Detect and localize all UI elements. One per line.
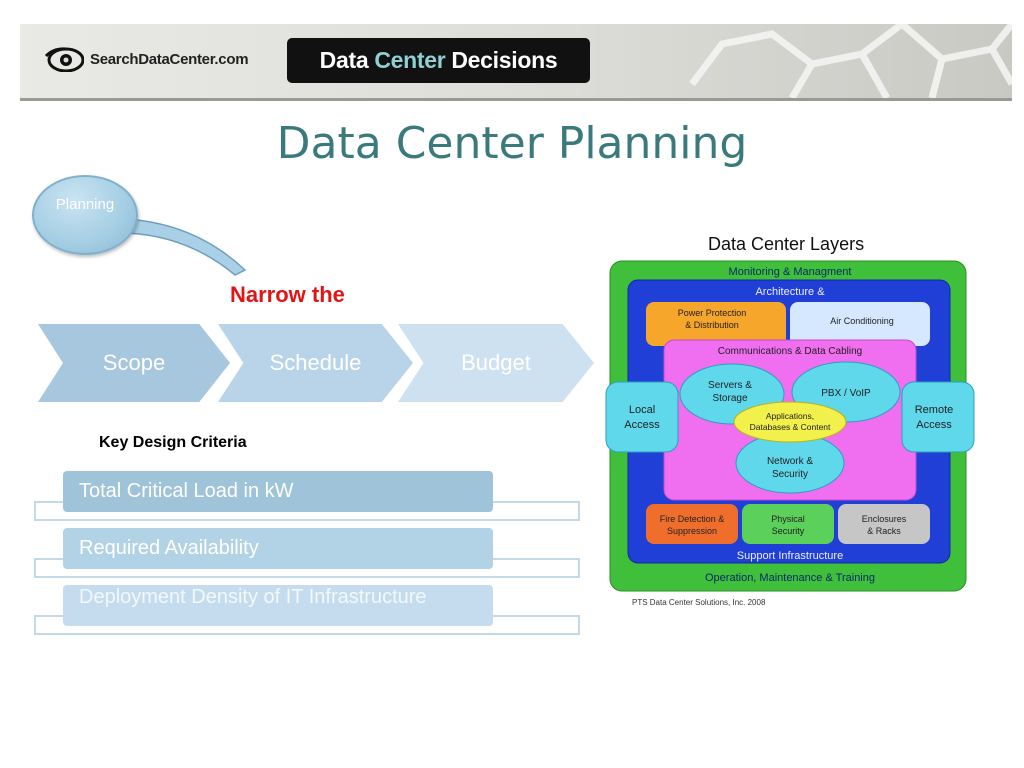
label-operation: Operation, Maintenance & Training [705,572,875,584]
label-enclosures-2: & Racks [867,526,901,536]
label-air: Air Conditioning [830,316,894,326]
badge-word-2: Center [374,47,446,73]
label-physical: Physical [771,514,805,524]
badge-word-3: Decisions [451,47,558,73]
label-comms: Communications & Data Cabling [718,346,863,357]
data-center-layers-diagram: Monitoring & Managment Operation, Mainte… [605,260,975,592]
label-remote-2: Access [916,419,952,431]
label-local: Local [629,404,655,416]
process-step-scope: Scope [38,324,230,402]
label-architecture: Architecture & [755,286,825,298]
site-name: SearchDataCenter.com [90,50,249,68]
process-step-schedule: Schedule [218,324,413,402]
label-enclosures: Enclosures [862,514,907,524]
label-remote: Remote [915,404,954,416]
layer-power [646,302,786,346]
node-remote-access [901,381,975,453]
layer-air [790,302,930,346]
label-servers-2: Storage [712,393,747,404]
label-network-2: Security [772,469,808,480]
label-monitoring: Monitoring & Managment [729,266,852,278]
label-apps: Applications, [766,411,814,421]
diagram-title: Data Center Layers [708,234,865,254]
planning-callout-bubble: Planning [32,175,138,255]
process-step-budget: Budget [398,324,594,402]
diagram-credit: PTS Data Center Solutions, Inc. 2008 [632,598,766,607]
label-local-2: Access [624,419,660,431]
callout-label: Planning [55,196,115,213]
node-local-access [605,381,679,453]
label-support: Support Infrastructure [737,550,843,562]
callout-pointer [125,218,247,276]
badge-word-1: Data [319,47,369,73]
label-apps-2: Databases & Content [750,422,831,432]
header-banner [20,24,1012,101]
criteria-item: Total Critical Load in kW [63,471,493,512]
site-logo[interactable]: SearchDataCenter.com [44,44,249,74]
layer-physical [742,504,834,544]
label-power: Power Protection [678,308,747,318]
data-center-decisions-badge: Data Center Decisions [287,38,590,83]
label-pbx: PBX / VoIP [821,388,871,399]
criteria-item: Required Availability [63,528,493,569]
criteria-heading: Key Design Criteria [99,434,247,451]
layer-enclosures [838,504,930,544]
label-physical-2: Security [772,526,805,536]
slide-title: Data Center Planning [276,118,748,169]
callout-annotation: Narrow the [230,282,345,307]
label-network: Network & [767,456,813,467]
criteria-item: Deployment Density of IT Infrastructure [63,585,493,626]
node-applications [733,401,847,443]
eye-logo-icon [44,47,84,72]
label-fire-2: Suppression [667,526,717,536]
layer-fire [646,504,738,544]
label-fire: Fire Detection & [660,514,725,524]
label-servers: Servers & [708,380,752,391]
hexagon-pattern-graphic [689,24,1012,98]
label-power-2: & Distribution [685,320,739,330]
